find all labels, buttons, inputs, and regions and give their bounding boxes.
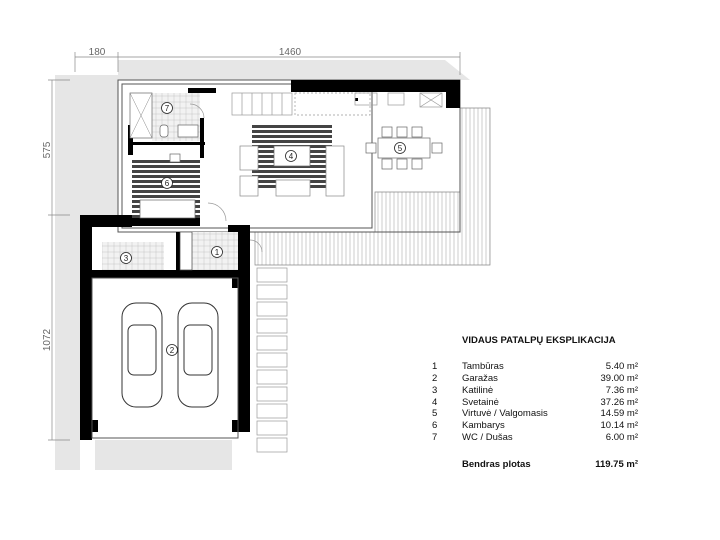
svg-text:5: 5: [432, 408, 437, 419]
svg-text:10.14 m²: 10.14 m²: [601, 420, 639, 431]
svg-text:6.00 m²: 6.00 m²: [606, 432, 638, 443]
svg-text:7.36 m²: 7.36 m²: [606, 385, 638, 396]
svg-text:WC / Dušas: WC / Dušas: [462, 432, 513, 443]
room-number-4: 4: [289, 152, 294, 161]
dimension-garage-depth: 1072: [42, 328, 53, 351]
dimension-main-width: 1460: [279, 47, 302, 58]
svg-text:Katilinė: Katilinė: [462, 385, 493, 396]
boiler-room-floor: [102, 242, 164, 270]
svg-text:7: 7: [432, 432, 437, 443]
dimension-top-depth: 575: [42, 141, 53, 158]
svg-text:Tambūras: Tambūras: [462, 361, 504, 372]
svg-text:6: 6: [432, 420, 437, 431]
room-number-3: 3: [124, 254, 129, 263]
schedule-row: 1 Tambūras 5.40 m²: [432, 361, 638, 372]
room-number-6: 6: [165, 179, 170, 188]
total-area: 119.75 m²: [595, 459, 638, 470]
schedule-row: 3 Katilinė 7.36 m²: [432, 385, 638, 396]
svg-text:Garažas: Garažas: [462, 373, 498, 384]
svg-text:37.26 m²: 37.26 m²: [601, 397, 639, 408]
shadow: [55, 60, 470, 470]
svg-text:4: 4: [432, 397, 437, 408]
room-schedule: VIDAUS PATALPŲ EKSPLIKACIJA 1 Tambūras 5…: [432, 335, 638, 470]
schedule-row: 6 Kambarys 10.14 m²: [432, 420, 638, 431]
svg-text:5.40 m²: 5.40 m²: [606, 361, 638, 372]
svg-text:2: 2: [432, 373, 437, 384]
room-number-5: 5: [398, 144, 403, 153]
bedroom-furniture: [132, 153, 200, 219]
svg-text:Virtuvė / Valgomasis: Virtuvė / Valgomasis: [462, 408, 548, 419]
room-labels: [120, 102, 406, 356]
svg-text:1: 1: [432, 361, 437, 372]
schedule-row: 2 Garažas 39.00 m²: [432, 373, 638, 384]
room-number-2: 2: [170, 346, 175, 355]
walls: [80, 79, 461, 440]
svg-text:3: 3: [432, 385, 437, 396]
kitchen-counter: [354, 92, 443, 108]
cars: [121, 302, 219, 408]
total-label: Bendras plotas: [462, 459, 531, 470]
dimension-lines: [48, 52, 461, 441]
schedule-row: 5 Virtuvė / Valgomasis 14.59 m²: [432, 408, 638, 419]
schedule-row: 4 Svetainė 37.26 m²: [432, 397, 638, 408]
dimension-left-width: 180: [89, 47, 106, 58]
driveway-pavers: [256, 267, 288, 453]
schedule-title: VIDAUS PATALPŲ EKSPLIKACIJA: [462, 335, 616, 346]
staircase: [231, 92, 371, 116]
bathroom-fixtures: [129, 92, 200, 141]
schedule-row: 7 WC / Dušas 6.00 m²: [432, 432, 638, 443]
svg-text:Kambarys: Kambarys: [462, 420, 505, 431]
svg-text:39.00 m²: 39.00 m²: [601, 373, 639, 384]
room-number-7: 7: [165, 104, 170, 113]
svg-text:14.59 m²: 14.59 m²: [601, 408, 639, 419]
svg-text:Svetainė: Svetainė: [462, 397, 499, 408]
doors: [189, 103, 263, 253]
wardrobe: [179, 231, 193, 271]
room-number-1: 1: [215, 248, 220, 257]
